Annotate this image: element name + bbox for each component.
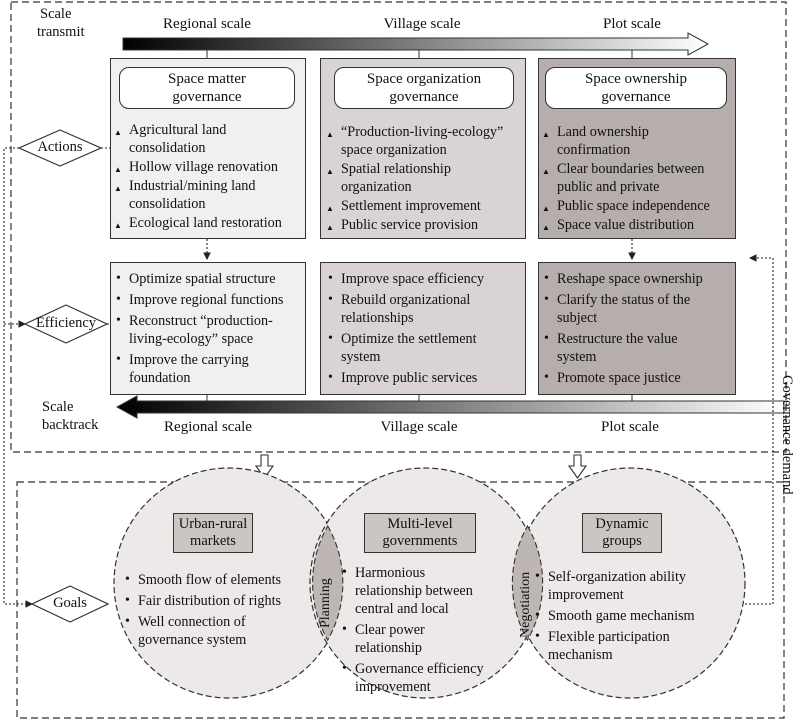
scale-backtrack-label: Scale backtrack [42, 398, 98, 434]
negotiation-label: Negotiation [518, 571, 533, 638]
multi-level-governments-tag: Multi-level governments [364, 513, 476, 553]
list-item: Settlement improvement [326, 197, 526, 218]
transmit-scale-plot: Plot scale [603, 16, 661, 32]
transmit-scale-village: Village scale [383, 16, 461, 32]
circle2-title-line2: governments [382, 533, 458, 549]
list-item: Ecological land restoration [114, 214, 306, 235]
governance-demand-line [745, 254, 774, 605]
actions-diamond [17, 129, 103, 167]
circle1-items: Smooth flow of elements Fair distributio… [123, 571, 323, 650]
list-item: Smooth game mechanism [533, 607, 733, 625]
scale-transmit-label-line2: transmit [37, 24, 85, 40]
list-item: “Production-living-ecology”space organiz… [326, 123, 526, 159]
col3-header-line1: Space ownership [584, 71, 688, 87]
efficiency-diamond [23, 304, 109, 344]
col1-efficiency-list: Optimize spatial structure Improve regio… [114, 270, 306, 388]
transmit-scale-regional: Regional scale [163, 16, 251, 32]
backtrack-scale-regional: Regional scale [164, 419, 252, 435]
scale-transmit-label: Scale transmit [37, 5, 85, 41]
efficiency-label: Efficiency [35, 315, 97, 331]
list-item: Improve public services [326, 369, 526, 387]
list-item: Reshape space ownership [542, 270, 736, 288]
backtrack-scale-village: Village scale [380, 419, 458, 435]
col1-actions-panel: Space matter governance Agricultural lan… [110, 58, 306, 239]
col1-header-line2: governance [172, 89, 242, 105]
circle3-title-line1: Dynamic [595, 516, 649, 532]
governance-demand-label: Governance demand [779, 375, 795, 495]
scale-backtrack-label-line1: Scale [42, 399, 74, 415]
list-item: Fair distribution of rights [123, 592, 323, 610]
urban-rural-markets-tag: Urban-rural markets [173, 513, 253, 553]
list-item: Optimize spatial structure [114, 270, 306, 288]
col2-header-line1: Space organization [366, 71, 482, 87]
list-item: Improve regional functions [114, 291, 306, 309]
col3-efficiency-panel: Reshape space ownership Clarify the stat… [538, 262, 736, 395]
col2-efficiency-list: Improve space efficiency Rebuild organiz… [326, 270, 526, 388]
list-item: Smooth flow of elements [123, 571, 323, 589]
scale-backtrack-label-line2: backtrack [42, 417, 99, 433]
actions-label: Actions [37, 139, 83, 155]
list-item: Promote space justice [542, 369, 736, 387]
left-flow-line [3, 147, 34, 608]
list-item: Public space independence [542, 197, 736, 218]
circle1-title-line2: markets [190, 533, 236, 549]
dynamic-groups-tag: Dynamic groups [582, 513, 662, 553]
planning-label: Planning [318, 578, 333, 628]
circle3-title-line2: groups [602, 533, 642, 549]
col2-efficiency-panel: Improve space efficiency Rebuild organiz… [320, 262, 526, 395]
list-item: Space value distribution [542, 216, 736, 237]
goals-diamond [30, 585, 110, 623]
col1-efficiency-panel: Optimize spatial structure Improve regio… [110, 262, 306, 395]
goals-frame [16, 481, 785, 719]
backtrack-scale-plot: Plot scale [601, 419, 659, 435]
overlap-shapes [312, 524, 544, 642]
list-item: Hollow village renovation [114, 158, 306, 179]
down-arrow-left [254, 454, 275, 479]
scale-transmit-arrow [122, 32, 710, 56]
col1-header: Space matter governance [119, 67, 295, 109]
col2-actions-list: “Production-living-ecology”space organiz… [326, 123, 526, 237]
goals-label: Goals [53, 595, 87, 611]
col3-efficiency-list: Reshape space ownership Clarify the stat… [542, 270, 736, 388]
circle1-title-line1: Urban-rural [178, 516, 248, 532]
scale-backtrack-arrow [115, 395, 785, 419]
col3-header: Space ownership governance [545, 67, 727, 109]
col2-header: Space organization governance [334, 67, 514, 109]
scale-transmit-label-line1: Scale [40, 6, 72, 22]
list-item: Reconstruct “production-living-ecology” … [114, 312, 306, 348]
col3-header-line2: governance [601, 89, 671, 105]
list-item: Improve space efficiency [326, 270, 526, 288]
col2-header-line2: governance [389, 89, 459, 105]
col3-actions-panel: Space ownership governance Land ownershi… [538, 58, 736, 239]
list-item: Public service provision [326, 216, 526, 237]
col1-header-line1: Space matter [168, 71, 246, 87]
circle2-title-line1: Multi-level [387, 516, 453, 532]
col2-actions-panel: Space organization governance “Productio… [320, 58, 526, 239]
upper-frame [10, 1, 787, 453]
down-arrow-right [567, 454, 588, 479]
